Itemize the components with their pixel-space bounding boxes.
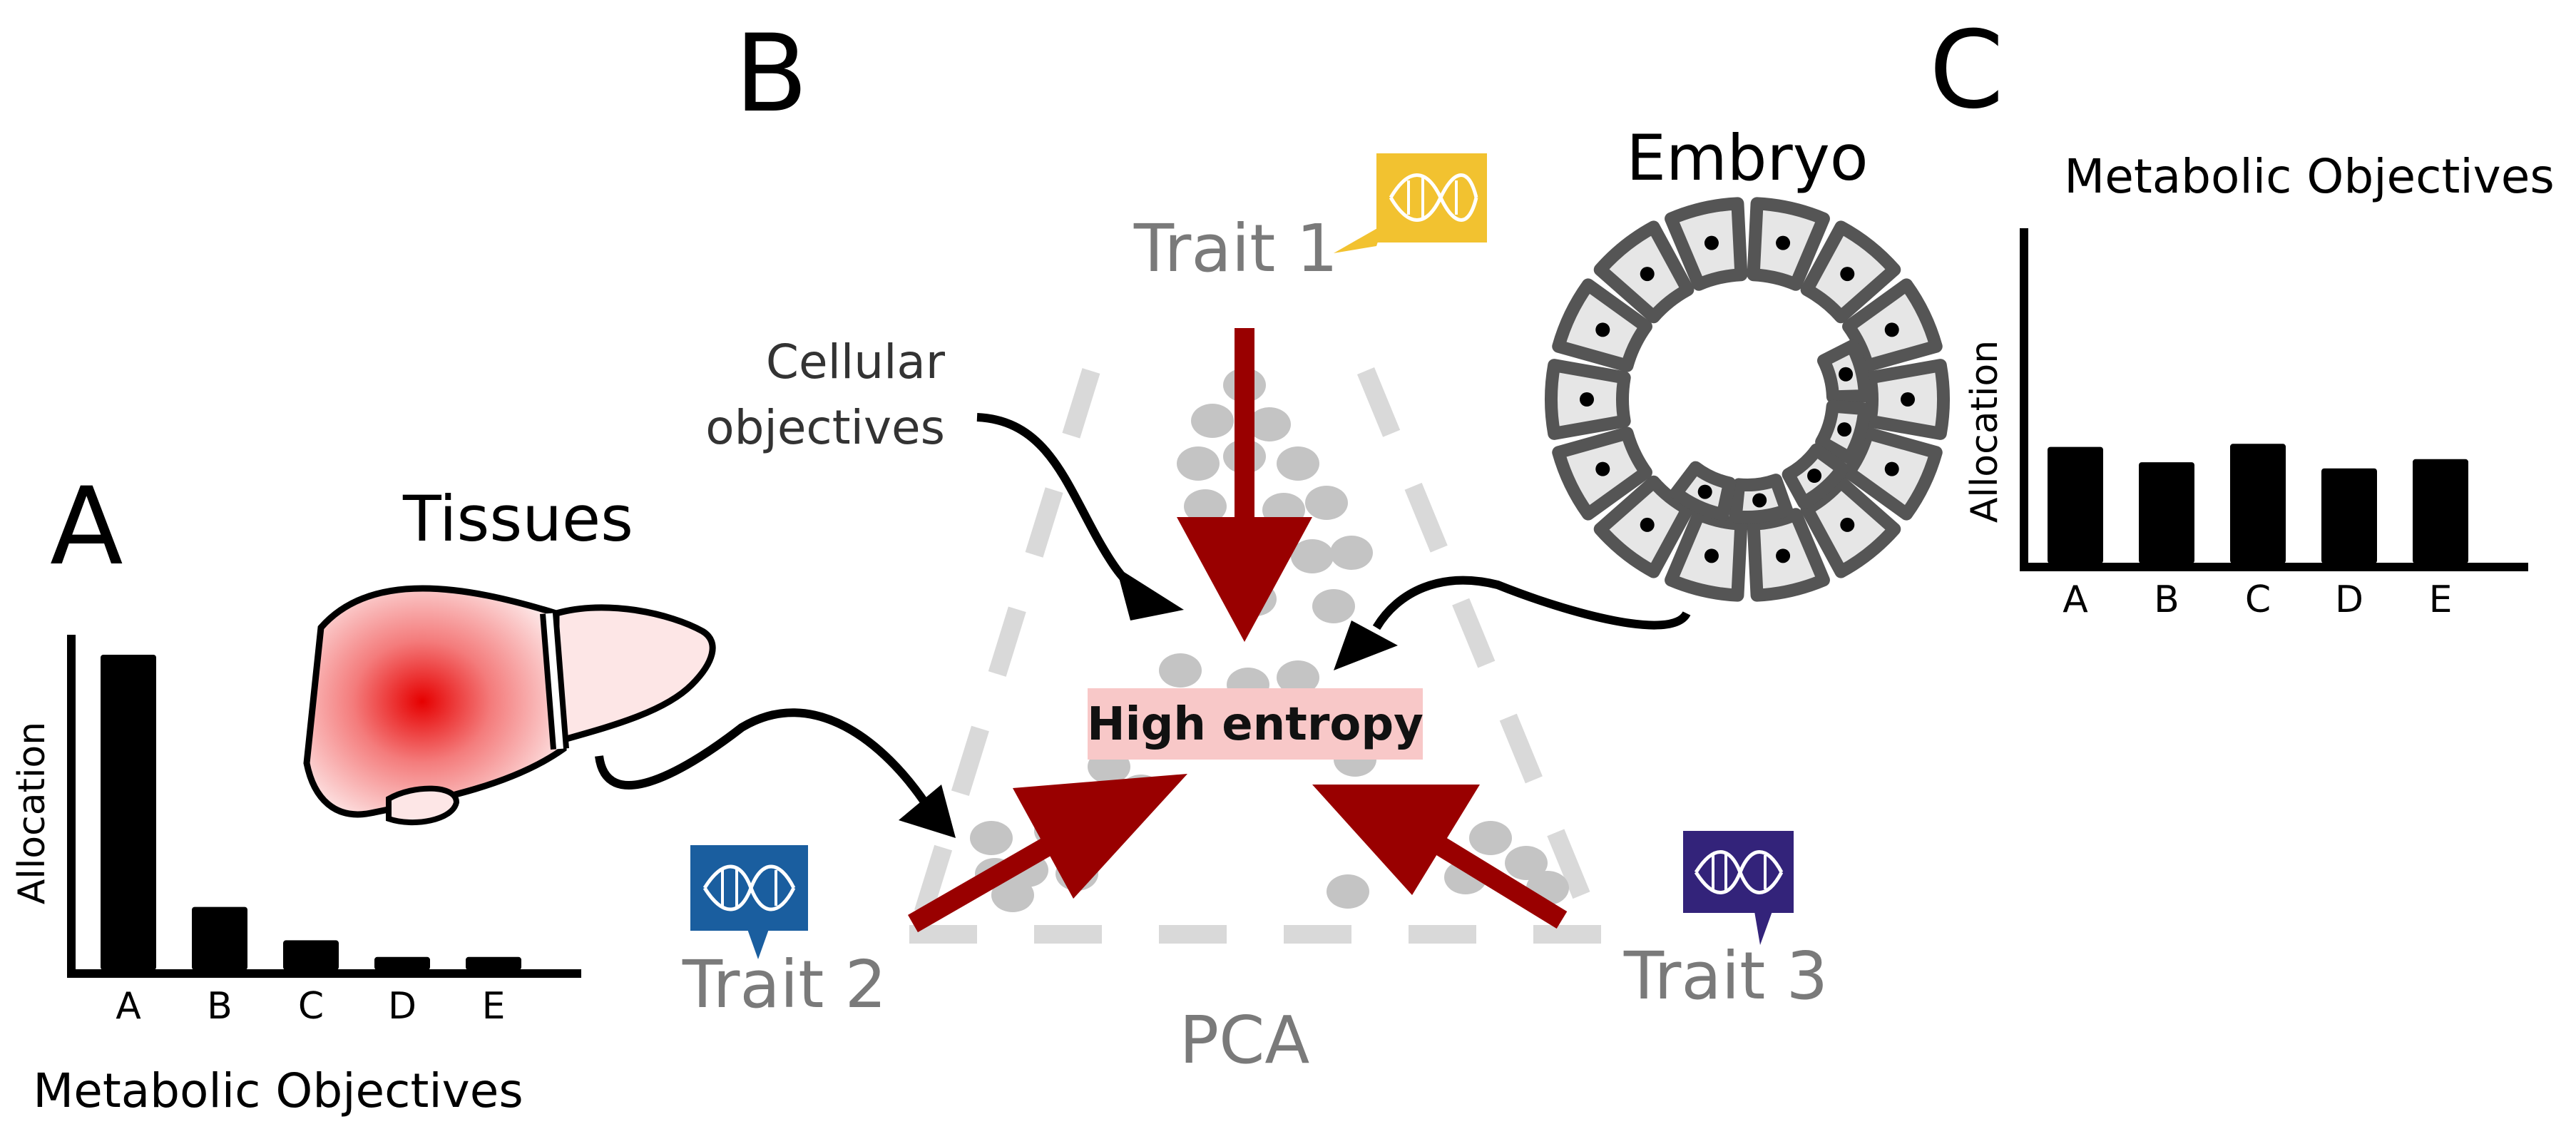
outer-cell-nucleus (1640, 267, 1655, 282)
pca-point (1291, 539, 1334, 573)
tick-label-e: E (482, 985, 506, 1028)
outer-cell-nucleus (1640, 517, 1655, 532)
pca-point (1248, 407, 1291, 441)
pca-point (1191, 404, 1234, 438)
black-arrows (595, 413, 1691, 838)
chart-c-bars (2048, 444, 2468, 563)
outer-cell-nucleus (1840, 267, 1855, 282)
arrow-trait3 (1312, 785, 1568, 929)
outer-cell-nucleus (1595, 322, 1610, 337)
tick-label-b: B (2154, 578, 2179, 621)
pca-point (1305, 486, 1348, 520)
outer-cell-nucleus (1884, 322, 1899, 337)
bar-e (466, 956, 521, 970)
tick-label-d: D (2335, 578, 2363, 621)
pca-triangle (907, 367, 1607, 944)
arrow-trait1 (1177, 328, 1312, 642)
bar-d (2321, 468, 2377, 563)
outer-cell-nucleus (1776, 235, 1791, 250)
pca-point (1505, 846, 1548, 880)
panel-a-letter: A (50, 465, 123, 589)
pca-label: PCA (1180, 1002, 1310, 1078)
cellular-objectives-line2: objectives (705, 400, 945, 455)
embryo-cell-ring-icon (1545, 197, 1950, 602)
bar-c (283, 940, 339, 970)
inner-cell-nucleus (1697, 484, 1712, 499)
outer-cell-nucleus (1704, 548, 1719, 563)
bar-c (2230, 444, 2286, 563)
outer-cell-nucleus (1884, 461, 1899, 476)
trait-1-label: Trait 1 (1133, 210, 1338, 287)
red-arrows (908, 328, 1568, 933)
tick-label-a: A (116, 985, 141, 1028)
outer-cell-nucleus (1704, 235, 1719, 250)
pca-point (1277, 660, 1319, 695)
chart-a-xlabel: Metabolic Objectives (33, 1063, 523, 1118)
inner-cell-nucleus (1752, 493, 1767, 508)
outer-cell-nucleus (1595, 461, 1610, 476)
cellular-objectives-line1: Cellular (766, 334, 946, 389)
pca-point (1327, 874, 1369, 909)
embryo-label: Embryo (1626, 121, 1868, 195)
pca-point (970, 821, 1013, 855)
bar-b (192, 906, 247, 970)
pca-point (1177, 446, 1220, 481)
pca-point (1277, 446, 1319, 481)
liver-icon (303, 585, 716, 826)
chart-c-title: Metabolic Objectives (2064, 149, 2554, 204)
high-entropy-label: High entropy (1087, 698, 1424, 751)
chart-a-tick-labels: A B C D E (116, 985, 505, 1028)
tick-label-e: E (2429, 578, 2453, 621)
trait-2-label: Trait 2 (682, 946, 886, 1023)
chart-a-bars (101, 655, 521, 970)
tick-label-a: A (2063, 578, 2088, 621)
chart-a-ylabel: Allocation (11, 722, 53, 904)
tissue-arrow (595, 708, 956, 838)
trait-2-dna-icon (690, 845, 808, 959)
cellular-objectives-arrow (976, 413, 1184, 620)
embryo-arrow (1334, 576, 1691, 670)
high-entropy-box (1088, 688, 1423, 760)
tick-label-c: C (2245, 578, 2271, 621)
bar-e (2413, 459, 2468, 563)
trait-1-dna-icon (1334, 153, 1487, 253)
inner-cell-nucleus (1839, 367, 1854, 382)
outer-cell-nucleus (1901, 392, 1915, 407)
outer-cell-nucleus (1840, 517, 1855, 532)
tick-label-c: C (298, 985, 324, 1028)
pca-point (1469, 821, 1512, 855)
inner-cell-nucleus (1807, 469, 1822, 484)
pca-point (1184, 489, 1227, 523)
panel-c-letter: C (1929, 9, 2004, 133)
tick-label-d: D (388, 985, 416, 1028)
arrow-trait2 (908, 774, 1187, 933)
chart-c-axes (2020, 228, 2528, 571)
trait-3-dna-icon (1683, 831, 1794, 945)
pca-point (1159, 653, 1202, 688)
outer-cell-nucleus (1580, 392, 1594, 407)
panel-b-letter: B (735, 12, 808, 136)
bar-b (2139, 462, 2194, 563)
trait-3-label: Trait 3 (1623, 938, 1828, 1014)
outer-cell-nucleus (1776, 548, 1791, 563)
bar-d (374, 956, 430, 970)
bar-a (101, 655, 156, 970)
inner-cell-nucleus (1837, 422, 1852, 437)
chart-a-axes (67, 635, 581, 978)
pca-point (1312, 589, 1355, 623)
panel-a-title: Tissues (402, 482, 633, 556)
tick-label-b: B (207, 985, 232, 1028)
chart-c-ylabel: Allocation (1963, 340, 2006, 523)
chart-c-tick-labels: A B C D E (2063, 578, 2452, 621)
pca-point (1330, 536, 1373, 570)
bar-a (2048, 446, 2103, 563)
